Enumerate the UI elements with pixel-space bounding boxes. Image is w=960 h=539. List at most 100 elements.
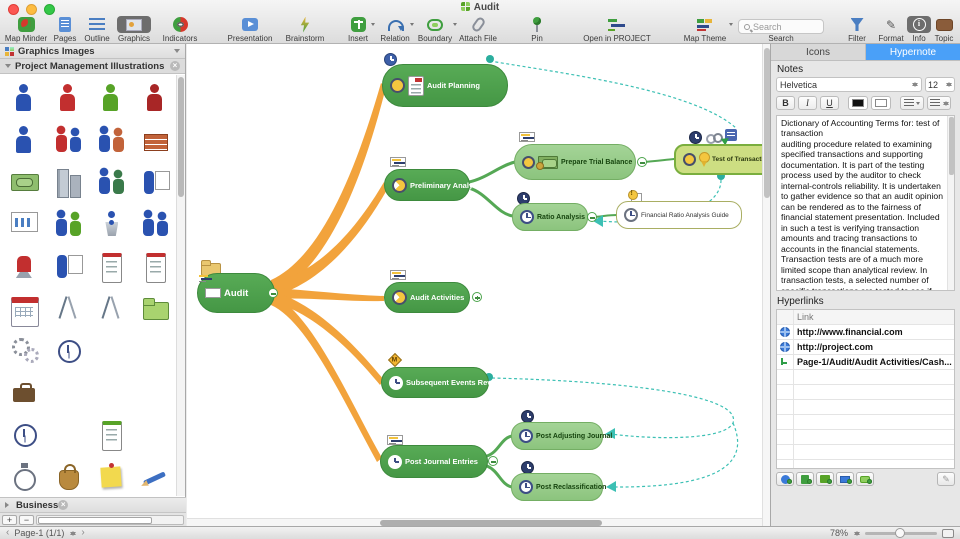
topic-audit-planning[interactable]: Audit Planning: [382, 64, 508, 107]
clipart-climbing-man[interactable]: [2, 119, 46, 161]
map-theme-button[interactable]: Map Theme: [678, 16, 733, 43]
zoom-slider-thumb[interactable]: [895, 527, 905, 538]
underline-button[interactable]: U: [820, 96, 839, 110]
add-topic-link-button[interactable]: [856, 472, 874, 486]
map-minder-button[interactable]: Map Minder: [4, 16, 48, 43]
hyperlink-row[interactable]: Page-1/Audit/Audit Activities/Cash...: [777, 355, 954, 370]
minimize-window-button[interactable]: [26, 4, 37, 15]
business-section-header[interactable]: Business ×: [0, 497, 186, 512]
clipart-repairman[interactable]: [46, 77, 90, 119]
clipart-todo-list[interactable]: [133, 245, 177, 287]
brainstorm-button[interactable]: Brainstorm: [280, 16, 330, 43]
close-icon[interactable]: ×: [58, 500, 69, 510]
map-canvas[interactable]: Audit Audit Planning Preliminary Analysi…: [187, 44, 770, 526]
zoom-slider[interactable]: [865, 527, 937, 538]
expand-button[interactable]: [472, 292, 482, 302]
edit-hyperlink-button[interactable]: ✎: [937, 472, 955, 486]
canvas-vscrollbar[interactable]: [762, 44, 770, 526]
clipart-office-chair[interactable]: [2, 245, 46, 287]
format-button[interactable]: ✎Format: [878, 17, 904, 44]
line-spacing-button[interactable]: [927, 96, 951, 110]
outline-button[interactable]: Outline: [81, 16, 113, 43]
graphics-button[interactable]: Graphics: [114, 16, 154, 43]
clipart-businessman[interactable]: [2, 77, 46, 119]
attach-file-button[interactable]: Attach File: [456, 15, 500, 43]
topic-preliminary-analysis[interactable]: Preliminary Analysis: [384, 169, 484, 201]
subtopic-post-adjusting-journal[interactable]: Post Adjusting Journal: [511, 422, 612, 450]
boundary-button[interactable]: Boundary: [414, 16, 457, 43]
empty-hyperlink-row[interactable]: [777, 415, 954, 430]
clipart-whiteboard-graph[interactable]: [2, 203, 46, 245]
clipart-briefcase-schedule[interactable]: [2, 371, 46, 413]
empty-hyperlink-row[interactable]: [777, 430, 954, 445]
empty-hyperlink-row[interactable]: [777, 370, 954, 385]
subtopic-prepare-trial-balance[interactable]: Prepare Trial Balance: [514, 144, 636, 180]
clipart-protest-group[interactable]: [46, 203, 90, 245]
clipart-gantt-chart-3[interactable]: [46, 413, 90, 455]
empty-hyperlink-row[interactable]: [777, 445, 954, 460]
italic-button[interactable]: I: [798, 96, 817, 110]
clipart-green-checklist[interactable]: [90, 413, 134, 455]
collapse-button[interactable]: [268, 288, 278, 298]
add-folder-link-button[interactable]: [816, 472, 834, 486]
text-color-swatch[interactable]: [848, 96, 868, 110]
clipart-happy-man[interactable]: [90, 77, 134, 119]
disclosure-triangle-icon[interactable]: [5, 64, 11, 71]
page-stepper[interactable]: [69, 528, 77, 539]
topic-button[interactable]: Topic: [930, 16, 958, 43]
chevron-down-icon[interactable]: [174, 49, 180, 56]
close-icon[interactable]: ×: [170, 61, 180, 71]
zoom-stepper[interactable]: [853, 528, 860, 539]
clipart-office-buildings[interactable]: [46, 161, 90, 203]
clipart-money-stack[interactable]: [2, 161, 46, 203]
filter-button[interactable]: Filter: [841, 16, 873, 43]
disclosure-triangle-icon[interactable]: [5, 502, 12, 508]
topic-audit[interactable]: Audit: [197, 273, 275, 313]
collapse-button[interactable]: [637, 157, 647, 167]
collapse-button[interactable]: [488, 456, 498, 466]
tab-icons[interactable]: Icons: [771, 44, 866, 60]
subtopic-post-reclassification[interactable]: Post Reclassification: [511, 473, 606, 501]
clipart-compass-schedule[interactable]: [46, 287, 90, 329]
clipart-gantt-chart[interactable]: [46, 371, 90, 413]
clipart-checklist-board[interactable]: [90, 245, 134, 287]
highlight-color-swatch[interactable]: [871, 96, 891, 110]
sidebar-scrollbar[interactable]: [176, 75, 185, 496]
clipart-gantt-clock[interactable]: [2, 413, 46, 455]
clipart-presentation-chart[interactable]: [133, 161, 177, 203]
sidebar-hscrollbar[interactable]: [36, 514, 184, 525]
clipart-gantt-chart-2[interactable]: [90, 371, 134, 413]
open-in-project-button[interactable]: Open in PROJECT: [578, 16, 656, 43]
clipart-gantt-chart-4[interactable]: [133, 413, 177, 455]
clipart-project-folders[interactable]: [133, 287, 177, 329]
clipart-workers-bricks[interactable]: [90, 119, 134, 161]
clipart-pencil-document[interactable]: [133, 455, 177, 496]
clipart-man-carrying[interactable]: [133, 77, 177, 119]
insert-button[interactable]: Insert: [342, 16, 375, 43]
next-page-button[interactable]: ›: [81, 527, 85, 538]
clipart-drafting-compass[interactable]: [90, 287, 134, 329]
clipart-progress-bars-2[interactable]: [133, 329, 177, 371]
clipart-money-bag[interactable]: [46, 455, 90, 496]
collapse-button[interactable]: [587, 212, 597, 222]
clipart-gantt-chart-dark[interactable]: [133, 371, 177, 413]
hyperlink-row[interactable]: http://www.financial.com: [777, 325, 954, 340]
clipart-report-holder[interactable]: [46, 245, 90, 287]
clipart-gears-growth-chart[interactable]: [2, 329, 46, 371]
presentation-button[interactable]: Presentation: [222, 16, 278, 43]
topic-test-of-transactions[interactable]: Test of Transactions: [674, 144, 770, 175]
empty-hyperlink-row[interactable]: [777, 400, 954, 415]
clipart-brick-wall[interactable]: [133, 119, 177, 161]
clipart-speaker-podium[interactable]: [90, 203, 134, 245]
indicators-button[interactable]: Indicators: [158, 16, 202, 43]
zoom-window-button[interactable]: [44, 4, 55, 15]
canvas-hscrollbar[interactable]: [187, 518, 762, 526]
topic-post-journal-entries[interactable]: Post Journal Entries: [380, 445, 488, 478]
hyperlink-row[interactable]: http://project.com: [777, 340, 954, 355]
zoom-in-button[interactable]: +: [2, 514, 17, 525]
fit-page-button[interactable]: [942, 528, 954, 538]
clipart-calendar[interactable]: [2, 287, 46, 329]
notes-textarea[interactable]: Dictionary of Accounting Terms for: test…: [776, 115, 955, 291]
prev-page-button[interactable]: ‹: [6, 527, 10, 538]
